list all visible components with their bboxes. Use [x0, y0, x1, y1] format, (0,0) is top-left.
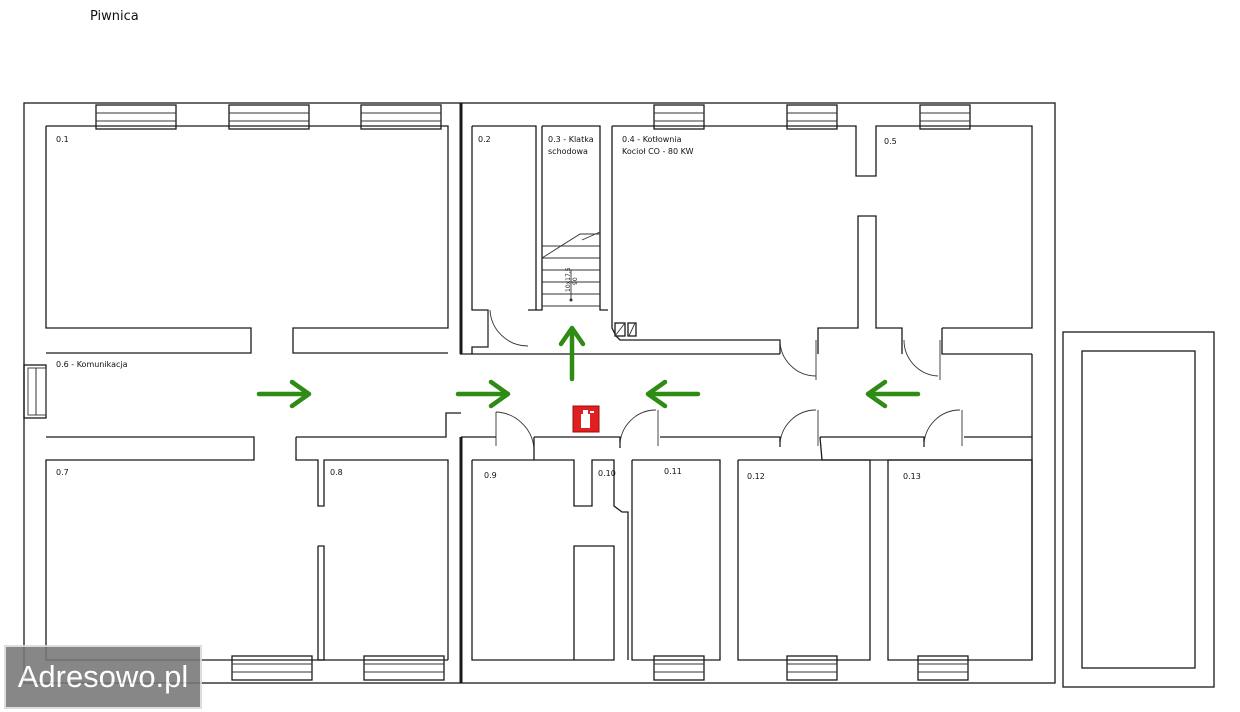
right-lower-rooms-walls: [461, 354, 1033, 661]
room-label-0-2: 0.2: [478, 135, 491, 144]
evacuation-arrow-right-2: [455, 379, 511, 409]
evacuation-arrow-up: [558, 325, 586, 382]
room-label-0-12: 0.12: [747, 472, 765, 481]
room-0-4-walls: [460, 125, 1033, 380]
annex-structure: [1062, 331, 1215, 688]
room-label-0-3-name: schodowa: [548, 147, 588, 156]
room-label-0-1: 0.1: [56, 135, 69, 144]
room-label-0-8: 0.8: [330, 468, 343, 477]
evacuation-arrow-right-1: [256, 379, 312, 409]
fire-extinguisher-icon: [572, 405, 600, 433]
evacuation-arrow-left-2: [865, 379, 921, 409]
room-label-0-5: 0.5: [884, 137, 897, 146]
room-0-1-walls: [45, 125, 449, 354]
floor-title: Piwnica: [90, 9, 139, 24]
room-label-0-3: 0.3 - Klatka: [548, 135, 594, 144]
room-label-0-11: 0.11: [664, 467, 682, 476]
room-0-2-walls: [471, 125, 537, 354]
room-label-0-4: 0.4 - Kotłownia: [622, 135, 682, 144]
room-label-0-13: 0.13: [903, 472, 921, 481]
room-label-0-9: 0.9: [484, 471, 497, 480]
room-label-0-4-boiler: Kocioł CO - 80 KW: [622, 147, 694, 156]
stair-dimension-label: 10x17,5: [565, 267, 572, 292]
watermark-logo: Adresowo.pl: [4, 645, 202, 709]
room-label-0-10: 0.10: [598, 469, 616, 478]
exterior-door-left: [23, 364, 47, 419]
stair-count-label: 90: [572, 277, 579, 285]
room-label-0-7: 0.7: [56, 468, 69, 477]
staircase-0-3: [536, 125, 608, 311]
windows: [95, 104, 971, 681]
room-label-0-6: 0.6 - Komunikacja: [56, 360, 128, 369]
room-0-7-walls: [45, 412, 461, 661]
evacuation-arrow-left-1: [645, 379, 701, 409]
